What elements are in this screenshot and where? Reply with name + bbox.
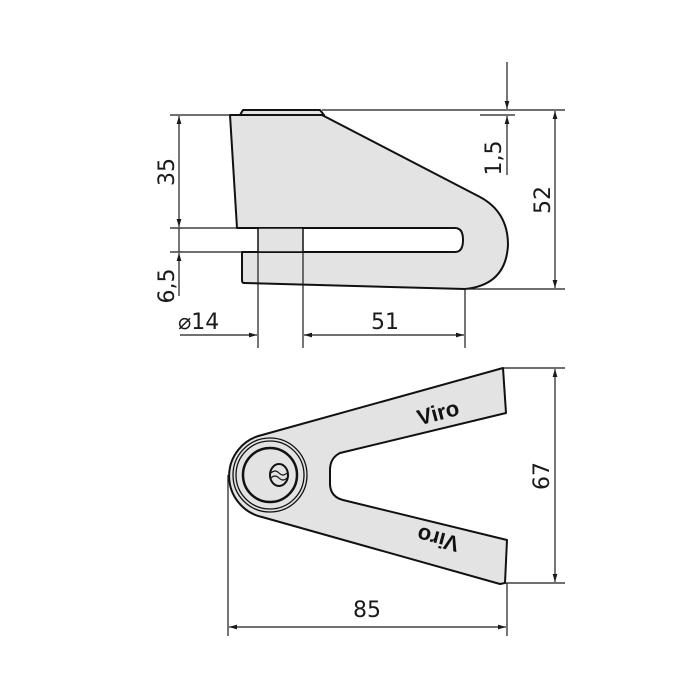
dim-52: 52 [531,186,556,214]
dim-85: 85 [353,598,381,623]
front-view: Viro Viro 67 85 [227,367,565,636]
dim-1-5: 1,5 [482,141,507,176]
dim-35: 35 [155,158,180,186]
side-view: 35 6,5 ⌀14 51 52 1,5 [155,62,565,348]
dim-67: 67 [530,462,555,490]
v-body [228,367,508,585]
ring-outer [232,437,308,513]
ring-mid [235,440,305,510]
keyhole-icon [269,463,289,487]
dim-51: 51 [371,310,399,335]
dim-pin-diameter: ⌀14 [178,310,219,335]
pin [257,227,304,253]
lock-body [229,114,509,290]
dim-6-5: 6,5 [155,269,180,304]
